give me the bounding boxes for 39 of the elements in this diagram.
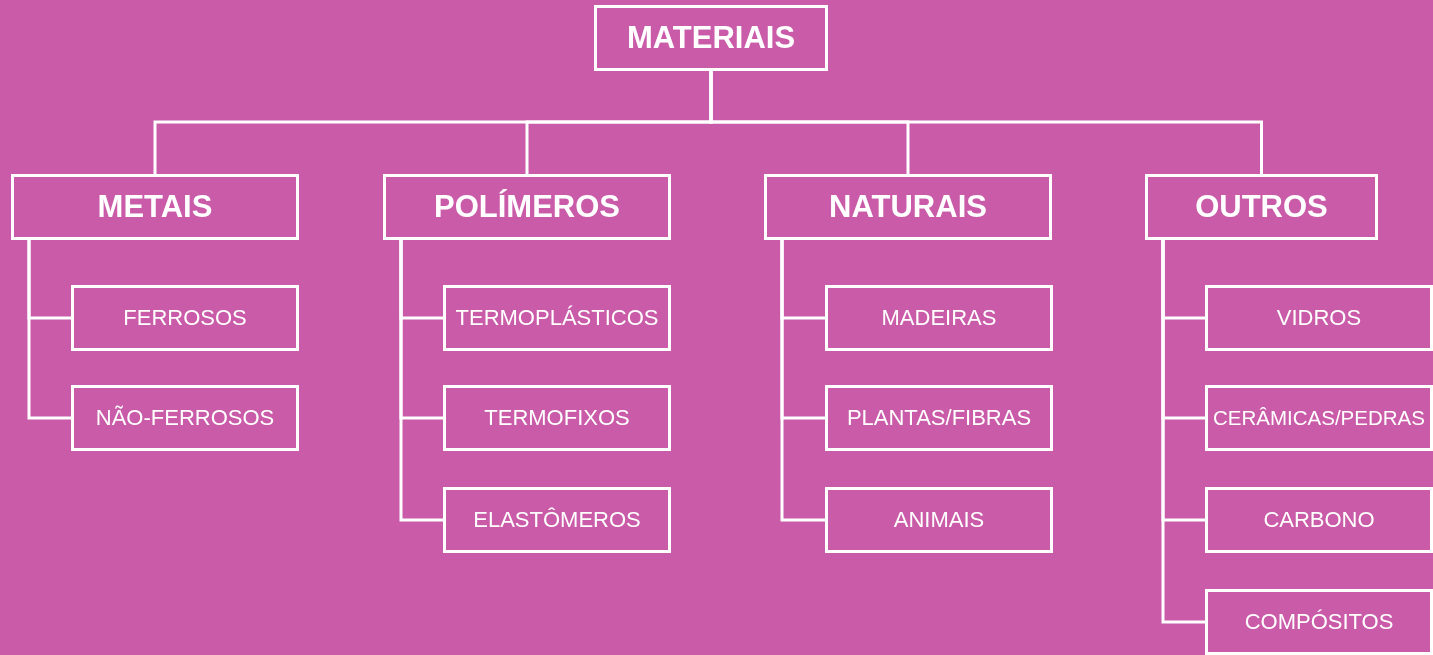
subcategory-box — [443, 487, 671, 553]
subcategory-box — [71, 385, 299, 451]
subcategory-box — [825, 487, 1053, 553]
category-label: POLÍMEROS — [434, 189, 620, 225]
connector-line — [1161, 240, 1205, 624]
category-box — [1145, 174, 1378, 240]
connector-line — [399, 240, 443, 522]
category-box — [764, 174, 1052, 240]
subcategory-box — [443, 385, 671, 451]
subcategory-label: TERMOPLÁSTICOS — [455, 305, 659, 331]
subcategory-label: FERROSOS — [123, 305, 247, 331]
category-box — [383, 174, 671, 240]
category-label: NATURAIS — [829, 189, 987, 225]
category-box — [11, 174, 299, 240]
subcategory-box — [1205, 385, 1433, 451]
connector-line — [780, 240, 825, 522]
subcategory-box — [1205, 487, 1433, 553]
subcategory-label: COMPÓSITOS — [1244, 609, 1394, 635]
subcategory-box — [825, 385, 1053, 451]
subcategory-box — [1205, 285, 1433, 351]
subcategory-label: NÃO-FERROSOS — [95, 405, 275, 431]
subcategory-box — [1205, 589, 1433, 655]
subcategory-label: TERMOFIXOS — [484, 405, 630, 431]
subcategory-label: VIDROS — [1276, 305, 1362, 331]
category-label: OUTROS — [1195, 189, 1328, 225]
subcategory-box — [71, 285, 299, 351]
category-label: MATERIAIS — [626, 20, 796, 56]
subcategory-label: ANIMAIS — [893, 507, 985, 533]
connector-line — [27, 240, 71, 420]
subcategory-label: ELASTÔMEROS — [473, 507, 641, 533]
subcategory-box — [825, 285, 1053, 351]
category-box — [594, 5, 828, 71]
subcategory-label: MADEIRAS — [881, 305, 997, 331]
subcategory-label: PLANTAS/FIBRAS — [846, 405, 1032, 431]
subcategory-box — [443, 285, 671, 351]
subcategory-label: CERÂMICAS/PEDRAS — [1213, 406, 1425, 430]
subcategory-label: CARBONO — [1263, 507, 1375, 533]
connector-line — [709, 71, 1263, 174]
category-label: METAIS — [97, 189, 213, 225]
